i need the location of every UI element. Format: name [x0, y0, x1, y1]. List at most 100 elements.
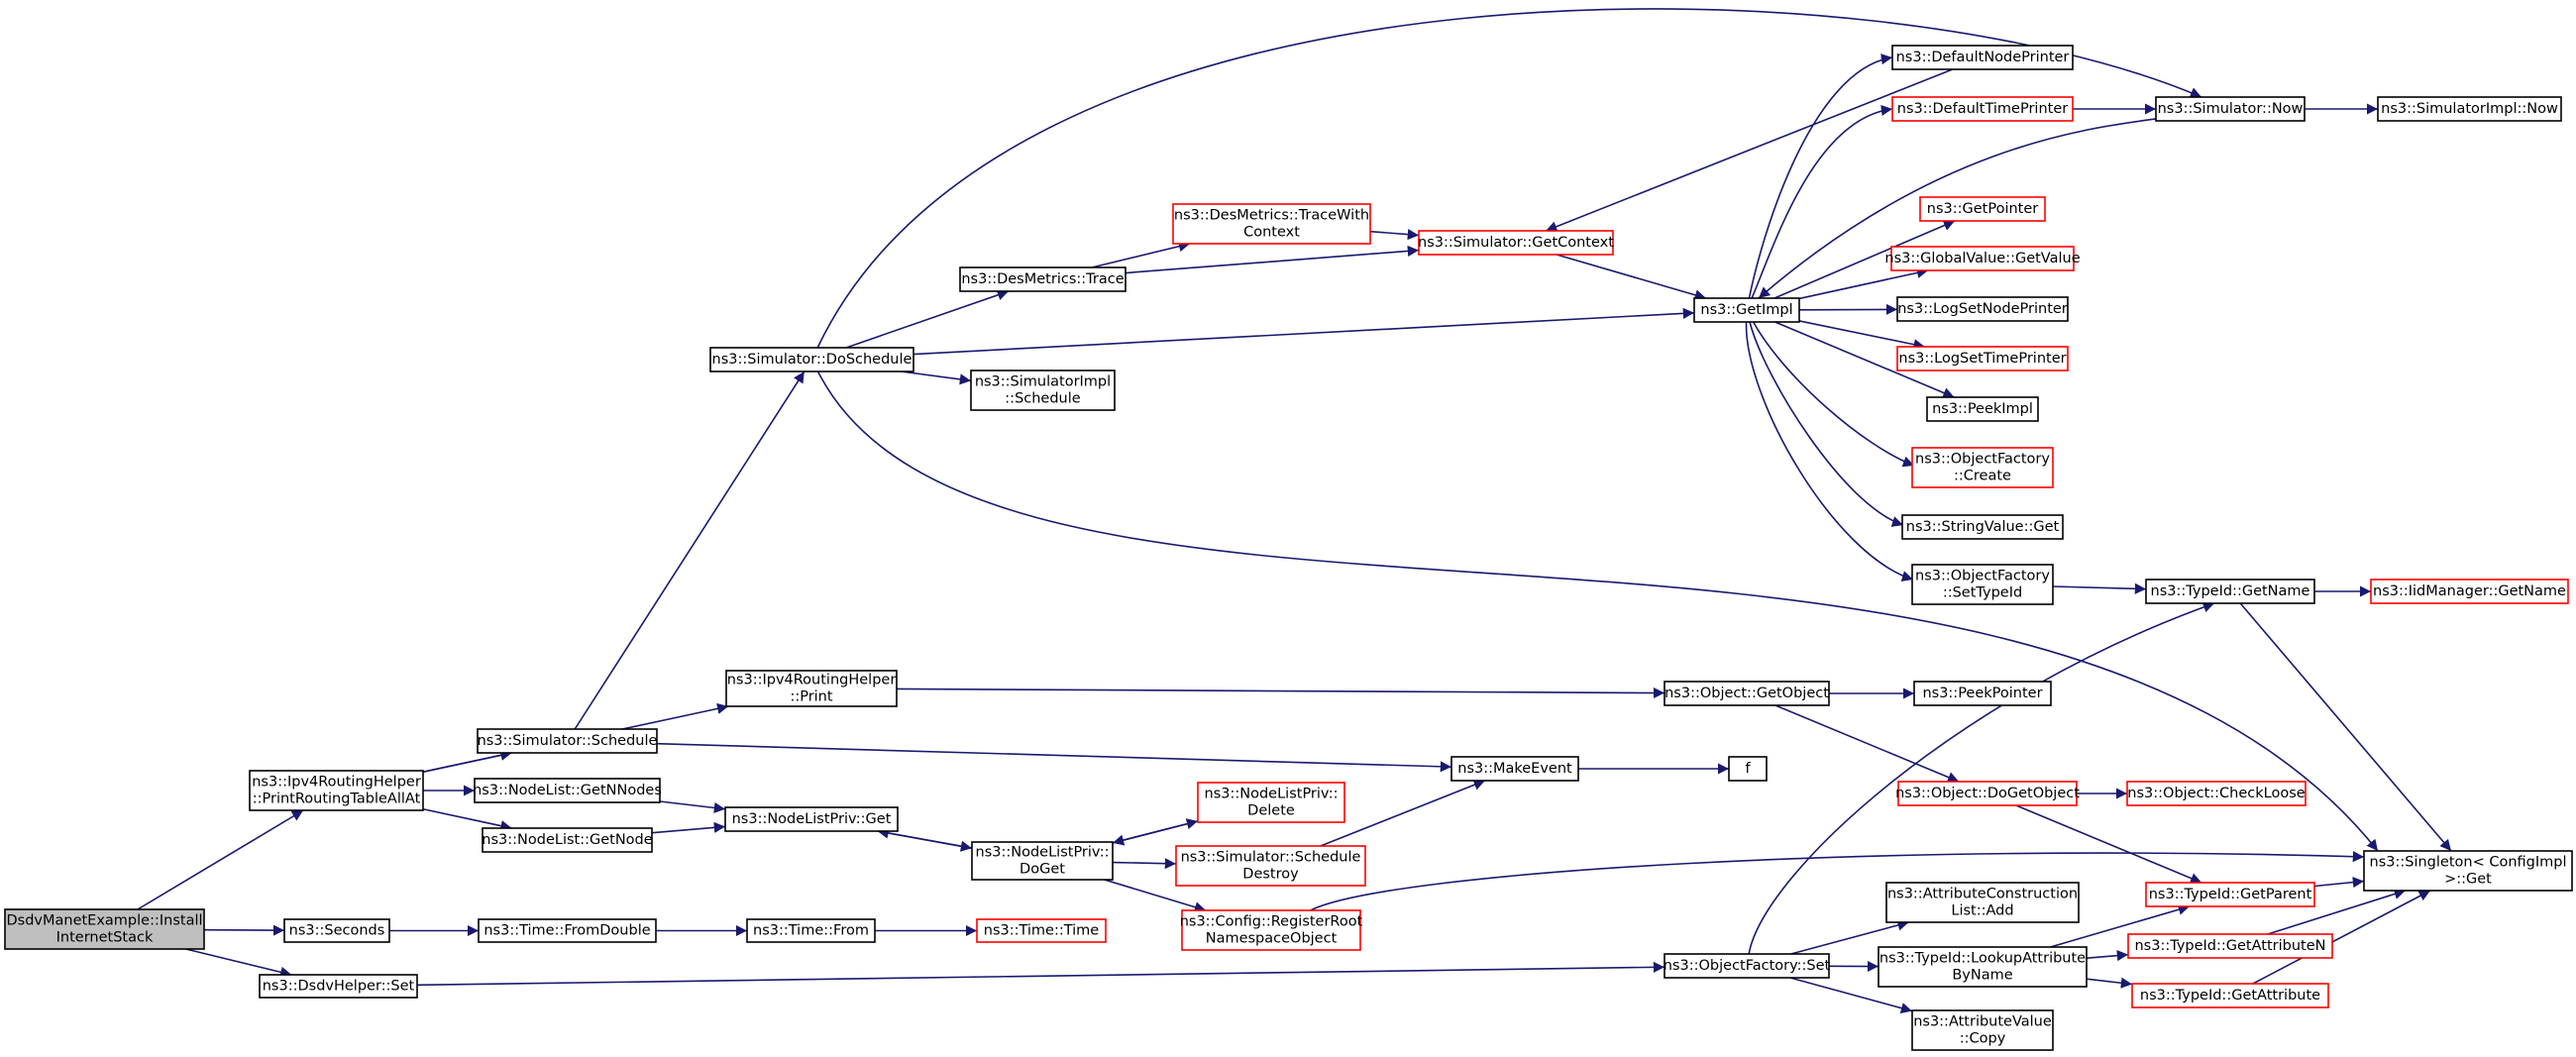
edge-printRoutingTableAllAt-to-simulatorSchedule — [422, 749, 512, 774]
node-label-line: ::Create — [1954, 469, 2011, 484]
edge-simulatorDoSchedule-to-singletonGet — [816, 370, 2379, 852]
edge-dsdvHelperSet-to-objectFactorySet — [416, 961, 1665, 987]
node-nodeListGetNNodes[interactable]: ns3::NodeList::GetNNodes — [473, 778, 662, 803]
node-printRoutingTableAllAt[interactable]: ns3::Ipv4RoutingHelper::PrintRoutingTabl… — [249, 770, 424, 811]
node-box — [1664, 953, 1830, 979]
node-label-line: ns3::SimulatorImpl — [975, 374, 1111, 390]
node-objectFactorySet[interactable]: ns3::ObjectFactory::Set — [1664, 953, 1831, 979]
node-defaultNodePrinter[interactable]: ns3::DefaultNodePrinter — [1891, 45, 2074, 70]
node-box — [259, 974, 418, 999]
node-label-line: ByName — [1952, 968, 2012, 984]
node-logSetTimePrinter[interactable]: ns3::LogSetTimePrinter — [1896, 346, 2069, 371]
node-attributeValueCopy[interactable]: ns3::AttributeValue::Copy — [1911, 1009, 2054, 1051]
node-objectGetObject[interactable]: ns3::Object::GetObject — [1664, 681, 1830, 706]
node-label-line: ns3::DesMetrics::TraceWith — [1174, 208, 1369, 224]
node-desMetricsTrace[interactable]: ns3::DesMetrics::Trace — [959, 266, 1127, 292]
node-box — [2377, 96, 2562, 122]
node-label-line: ns3::ObjectFactory — [1915, 452, 2050, 468]
node-typeIdGetAttribute[interactable]: ns3::TypeId::GetAttribute — [2131, 983, 2329, 1008]
node-timeFrom[interactable]: ns3::Time::From — [746, 918, 876, 943]
node-singletonGet[interactable]: ns3::Singleton< ConfigImpl >::Get — [2363, 850, 2573, 892]
edge-typeIdLookupAttributeByName-to-typeIdGetAttributeN — [2086, 950, 2129, 962]
node-simulatorGetContext[interactable]: ns3::Simulator::GetContext — [1418, 230, 1614, 256]
node-label-line: List::Add — [1951, 903, 2013, 919]
edge-getImpl-to-logSetTimePrinter — [1798, 320, 1925, 351]
node-simulatorNow[interactable]: ns3::Simulator::Now — [2155, 96, 2306, 122]
edge-ipv4RoutingHelperPrint-to-objectGetObject — [896, 687, 1665, 699]
node-objectCheckLoose[interactable]: ns3::Object::CheckLoose — [2126, 781, 2307, 806]
node-logSetNodePrinter[interactable]: ns3::LogSetNodePrinter — [1896, 296, 2069, 322]
node-box — [725, 670, 898, 707]
node-seconds[interactable]: ns3::Seconds — [283, 918, 390, 943]
node-label-line: Destroy — [1242, 867, 1299, 883]
node-peekImpl[interactable]: ns3::PeekImpl — [1926, 396, 2039, 422]
node-label-line: ns3::PeekPointer — [1922, 686, 2042, 701]
node-timeTime[interactable]: ns3::Time::Time — [976, 918, 1107, 943]
node-nodeListGetNode[interactable]: ns3::NodeList::GetNode — [482, 827, 653, 853]
node-stringValueGet[interactable]: ns3::StringValue::Get — [1901, 514, 2064, 540]
node-box — [976, 918, 1107, 943]
node-label-line: ns3::Simulator::DoSchedule — [712, 352, 912, 368]
nodes-layer: DsdvManetExample::InstallInternetStackns… — [4, 45, 2573, 1051]
node-nodeListPrivDelete[interactable]: ns3::NodeListPriv::Delete — [1197, 782, 1345, 823]
node-simulatorImplSchedule[interactable]: ns3::SimulatorImpl::Schedule — [970, 370, 1116, 411]
node-box — [2145, 882, 2315, 907]
node-nodeListPrivDoGet[interactable]: ns3::NodeListPriv::DoGet — [971, 841, 1114, 881]
node-typeIdGetAttributeN[interactable]: ns3::TypeId::GetAttributeN — [2127, 933, 2333, 959]
node-label-line: ns3::LogSetTimePrinter — [1898, 351, 2066, 367]
node-box — [1181, 909, 1361, 951]
edge-root-to-seconds — [203, 924, 285, 936]
node-getPointer[interactable]: ns3::GetPointer — [1919, 196, 2046, 222]
node-box — [724, 806, 899, 832]
node-globalValueGetValue[interactable]: ns3::GlobalValue::GetValue — [1884, 246, 2081, 271]
node-f[interactable]: f — [1728, 756, 1768, 782]
node-box — [482, 827, 653, 853]
edge-printRoutingTableAllAt-to-nodeListGetNode — [422, 807, 512, 832]
node-typeIdGetParent[interactable]: ns3::TypeId::GetParent — [2145, 882, 2315, 907]
node-objectFactoryCreate[interactable]: ns3::ObjectFactory::Create — [1911, 447, 2054, 488]
node-simulatorImplNow[interactable]: ns3::SimulatorImpl::Now — [2377, 96, 2562, 122]
edge-getImpl-to-stringValueGet — [1749, 321, 1904, 527]
node-box — [959, 266, 1127, 292]
node-box — [1450, 756, 1579, 782]
edge-defaultNodePrinter-to-simulatorGetContext — [1545, 68, 1954, 233]
node-objectFactorySetTypeId[interactable]: ns3::ObjectFactory::SetTypeId — [1911, 564, 2054, 605]
node-box — [283, 918, 390, 943]
node-label-line: ns3::DsdvHelper::Set — [263, 979, 415, 995]
node-label-line: ns3::Seconds — [289, 923, 385, 939]
node-label-line: ns3::Object::GetObject — [1664, 686, 1829, 701]
node-label-line: ns3::PeekImpl — [1932, 401, 2033, 417]
node-box — [1693, 297, 1800, 323]
node-label-line: ::SetTypeId — [1943, 585, 2022, 601]
node-iidManagerGetName[interactable]: ns3::IidManager::GetName — [2370, 579, 2569, 604]
node-box — [1911, 1009, 2054, 1051]
node-label-line: ns3::Simulator::Schedule — [1181, 850, 1361, 866]
node-typeIdGetName[interactable]: ns3::TypeId::GetName — [2145, 579, 2315, 604]
node-box — [474, 778, 661, 803]
node-label-line: ns3::GetPointer — [1927, 201, 2039, 217]
node-peekPointer[interactable]: ns3::PeekPointer — [1913, 681, 2052, 706]
edge-typeIdLookupAttributeByName-to-typeIdGetAttribute — [2086, 977, 2133, 989]
node-objectDoGetObject[interactable]: ns3::Object::DoGetObject — [1895, 781, 2080, 806]
node-box — [1885, 882, 2080, 923]
node-simulatorSchedule[interactable]: ns3::Simulator::Schedule — [477, 728, 658, 754]
node-timeFromDouble[interactable]: ns3::Time::FromDouble — [478, 918, 657, 943]
node-makeEvent[interactable]: ns3::MakeEvent — [1450, 756, 1579, 782]
node-nodeListPrivGet[interactable]: ns3::NodeListPriv::Get — [724, 806, 899, 832]
node-label-line: Delete — [1247, 803, 1295, 819]
edge-desMetricsTraceWithContext-to-simulatorGetContext — [1369, 229, 1420, 241]
edge-configRegisterRootNamespaceObject-to-singletonGet — [1310, 851, 2365, 911]
node-getImpl[interactable]: ns3::GetImpl — [1693, 297, 1800, 323]
edge-typeIdGetParent-to-singletonGet — [2313, 877, 2365, 889]
edge-desMetricsTrace-to-simulatorGetContext — [1125, 245, 1420, 274]
node-dsdvHelperSet[interactable]: ns3::DsdvHelper::Set — [259, 974, 418, 999]
node-defaultTimePrinter[interactable]: ns3::DefaultTimePrinter — [1891, 96, 2074, 122]
node-ipv4RoutingHelperPrint[interactable]: ns3::Ipv4RoutingHelper::Print — [725, 670, 898, 707]
node-simulatorDoSchedule[interactable]: ns3::Simulator::DoSchedule — [709, 347, 914, 372]
